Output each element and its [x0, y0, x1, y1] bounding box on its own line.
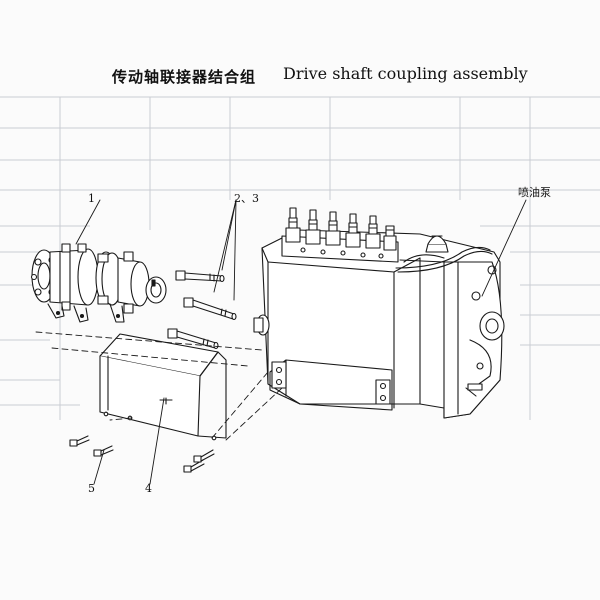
assembly-dashed-lines — [35, 331, 283, 441]
callout-part-4: 4 — [145, 482, 152, 495]
leader-lines — [75, 199, 527, 485]
title-row: 传动轴联接器结合组 Drive shaft coupling assembly — [0, 64, 600, 90]
bolts — [167, 270, 237, 350]
callout-part-1: 1 — [88, 192, 95, 205]
small-screws — [69, 435, 215, 473]
callout-injection-pump: 喷油泵 — [518, 185, 551, 199]
coupling-assembly — [30, 243, 167, 323]
guard-cover — [99, 333, 227, 441]
injection-pump — [253, 207, 505, 419]
callout-part-5: 5 — [88, 482, 95, 495]
callout-part-2-3: 2、3 — [234, 192, 259, 205]
delivery-valves — [281, 207, 399, 263]
title-chinese: 传动轴联接器结合组 — [112, 68, 257, 86]
title-english: Drive shaft coupling assembly — [283, 64, 528, 83]
